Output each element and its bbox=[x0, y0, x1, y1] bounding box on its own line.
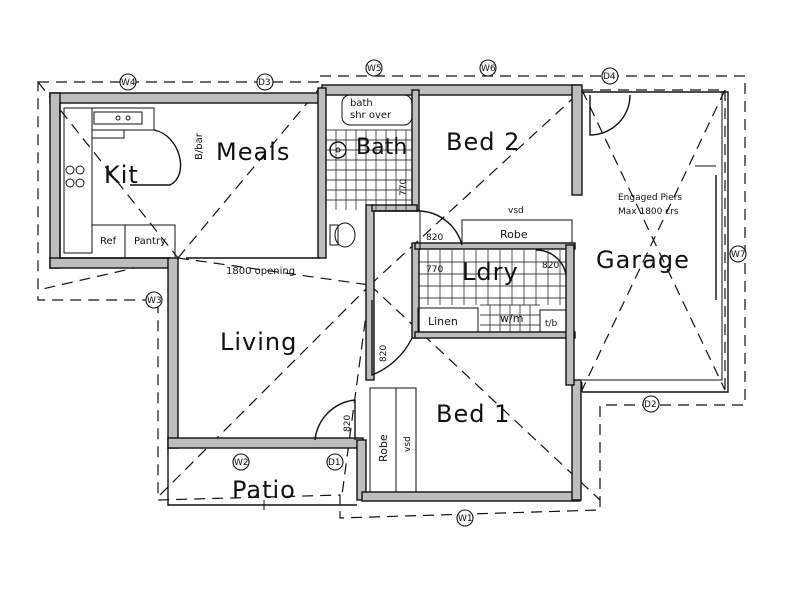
internal-walls bbox=[317, 87, 576, 386]
opening-markers: W4 D3 W5 W6 D4 W7 W3 W2 D1 W1 D2 bbox=[119, 59, 747, 527]
door-ldry-size: 770 bbox=[426, 265, 443, 275]
label-piers-1: Engaged Piers bbox=[618, 193, 682, 203]
label-vsd-bed1: vsd bbox=[403, 436, 413, 452]
svg-text:D4: D4 bbox=[603, 72, 616, 82]
room-garage: Garage bbox=[596, 246, 690, 274]
door-living-size: 820 bbox=[379, 345, 389, 362]
marker-w7: W7 bbox=[729, 245, 747, 263]
fixture-labels: B/bar Ref Pantry bath shr over Robe vsd … bbox=[100, 98, 682, 462]
room-meals: Meals bbox=[216, 138, 290, 166]
svg-text:W4: W4 bbox=[121, 78, 136, 88]
marker-w3: W3 bbox=[145, 291, 163, 309]
svg-text:D1: D1 bbox=[328, 458, 341, 468]
svg-text:W5: W5 bbox=[367, 64, 382, 74]
laundry-tiles bbox=[417, 250, 567, 333]
room-patio: Patio bbox=[232, 476, 296, 504]
room-ldry: Ldry bbox=[462, 258, 519, 286]
room-kit: Kit bbox=[104, 161, 139, 189]
label-robe-bed1: Robe bbox=[377, 434, 390, 462]
label-vsd-bed2: vsd bbox=[508, 206, 524, 216]
marker-w2: W2 bbox=[232, 453, 250, 471]
room-bed1: Bed 1 bbox=[436, 400, 510, 428]
room-bed2: Bed 2 bbox=[446, 128, 520, 156]
door-ldry-right-size: 820 bbox=[542, 261, 559, 271]
patio-slab bbox=[167, 448, 357, 506]
label-bath-1: bath bbox=[350, 98, 373, 109]
label-ref: Ref bbox=[100, 236, 117, 247]
marker-d2: D2 bbox=[642, 395, 660, 413]
svg-text:W2: W2 bbox=[234, 458, 249, 468]
kitchen-fittings bbox=[59, 103, 182, 259]
marker-w5: W5 bbox=[365, 59, 383, 77]
label-robe-bed2: Robe bbox=[500, 228, 528, 241]
label-pantry: Pantry bbox=[134, 236, 166, 247]
external-walls bbox=[49, 84, 583, 502]
marker-w1: W1 bbox=[456, 509, 474, 527]
bathroom-tiles bbox=[326, 94, 413, 248]
door-bath-size: 770 bbox=[399, 179, 409, 196]
room-bath: Bath bbox=[356, 135, 407, 160]
label-opening: 1800 opening bbox=[226, 266, 295, 277]
label-bath-2: shr over bbox=[350, 110, 392, 121]
label-tub: t/b bbox=[545, 319, 558, 329]
marker-d3: D3 bbox=[256, 73, 274, 91]
svg-text:D3: D3 bbox=[258, 78, 271, 88]
svg-text:W6: W6 bbox=[481, 64, 496, 74]
label-wm: w/m bbox=[500, 312, 523, 325]
room-labels: Kit Meals Bath Bed 2 Ldry Garage Living … bbox=[104, 128, 690, 504]
room-living: Living bbox=[220, 328, 297, 356]
marker-w6: W6 bbox=[479, 59, 497, 77]
svg-text:W3: W3 bbox=[147, 296, 162, 306]
door-swings bbox=[186, 94, 631, 510]
label-bbar: B/bar bbox=[194, 132, 205, 160]
bed1-robe bbox=[369, 387, 417, 493]
svg-text:D2: D2 bbox=[644, 400, 657, 410]
label-piers-2: Max 1800 crs bbox=[618, 207, 679, 217]
svg-text:W1: W1 bbox=[458, 514, 473, 524]
marker-d4: D4 bbox=[601, 67, 619, 85]
door-bed2-size: 820 bbox=[426, 233, 443, 243]
garage-structure bbox=[581, 91, 729, 393]
marker-w4: W4 bbox=[119, 73, 137, 91]
door-size-labels: 770 820 770 820 820 820 bbox=[343, 179, 559, 432]
marker-d1: D1 bbox=[326, 453, 344, 471]
label-linen: Linen bbox=[428, 315, 458, 328]
door-patio-size: 820 bbox=[343, 415, 353, 432]
bed2-robe bbox=[461, 219, 573, 244]
svg-text:W7: W7 bbox=[731, 250, 746, 260]
